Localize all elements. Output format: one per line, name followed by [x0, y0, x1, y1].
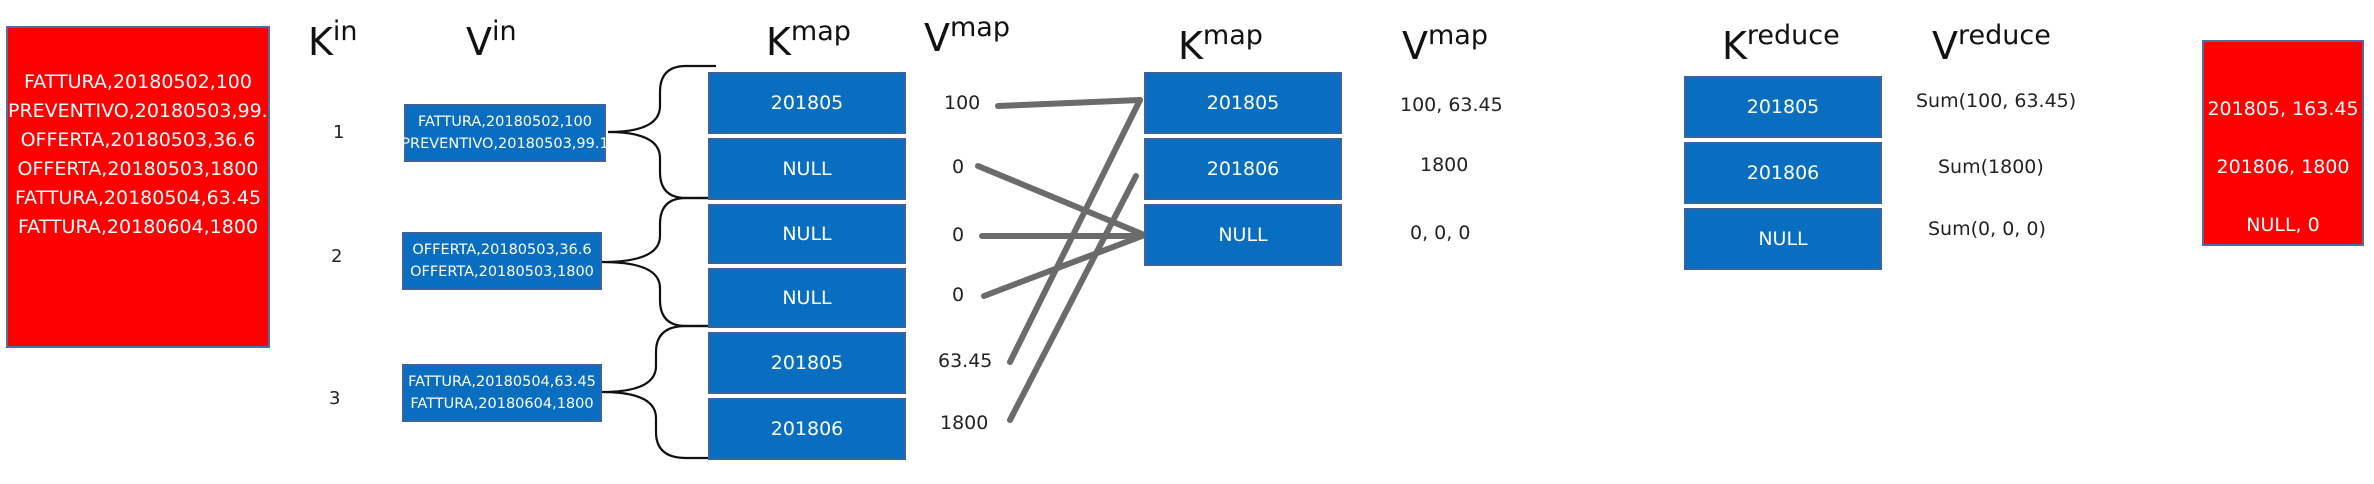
header-k-map-2: Kmap	[1178, 20, 1263, 68]
reduce-key: 201805	[1684, 76, 1882, 138]
map-key: 201806	[708, 398, 906, 460]
bracket-group-1	[607, 64, 716, 200]
header-k-reduce: Kreduce	[1722, 20, 1840, 68]
shuffle-key: 201806	[1144, 138, 1342, 200]
input-row: OFFERTA,20180503,1800	[17, 158, 259, 180]
shuffle-line	[995, 97, 1143, 109]
shuffle-line	[981, 233, 1145, 299]
input-row: FATTURA,20180502,100	[24, 71, 252, 93]
input-row: PREVENTIVO,20180503,99.1	[8, 100, 280, 122]
map-value: 63.45	[938, 350, 993, 372]
header-k-map-1: Kmap	[766, 16, 851, 64]
map-value: 0	[952, 224, 965, 246]
header-v-in: Vin	[466, 16, 517, 64]
input-row: FATTURA,20180504,63.45	[14, 187, 262, 209]
map-key: 201805	[708, 332, 906, 394]
output-row: 201805, 163.45	[2207, 98, 2359, 120]
k-in-value: 2	[331, 246, 343, 267]
v-in-group: FATTURA,20180504,63.45 FATTURA,20180604,…	[402, 364, 602, 422]
reduce-expr: Sum(0, 0, 0)	[1928, 218, 2046, 240]
map-key: NULL	[708, 204, 906, 264]
input-table: FATTURA,20180502,100 PREVENTIVO,20180503…	[6, 26, 280, 348]
v-in-group: OFFERTA,20180503,36.6 OFFERTA,20180503,1…	[402, 232, 602, 290]
map-key: 201805	[708, 72, 906, 134]
shuffle-values: 0, 0, 0	[1410, 222, 1471, 244]
input-row: FATTURA,20180604,1800	[17, 216, 259, 238]
header-v-map-2: Vmap	[1402, 20, 1488, 68]
shuffle-values: 100, 63.45	[1400, 94, 1503, 116]
reduce-expr: Sum(1800)	[1938, 156, 2044, 178]
map-key: NULL	[708, 138, 906, 200]
v-in-group: FATTURA,20180502,100 PREVENTIVO,20180503…	[401, 104, 609, 162]
shuffle-line	[975, 163, 1145, 237]
reduce-key: NULL	[1684, 208, 1882, 270]
map-value: 1800	[940, 412, 989, 434]
input-row: OFFERTA,20180503,36.6	[20, 129, 256, 151]
map-value: 0	[952, 156, 965, 178]
k-in-value: 3	[329, 388, 341, 409]
header-v-reduce: Vreduce	[1932, 20, 2051, 68]
shuffle-key: 201805	[1144, 72, 1342, 134]
reduce-expr: Sum(100, 63.45)	[1916, 90, 2077, 112]
shuffle-values: 1800	[1420, 154, 1469, 176]
output-row: 201806, 1800	[2216, 156, 2350, 178]
map-key: NULL	[708, 268, 906, 328]
shuffle-line	[1007, 97, 1143, 365]
reduce-key: 201806	[1684, 142, 1882, 204]
map-value: 100	[944, 92, 981, 114]
bracket-group-2	[601, 196, 716, 328]
bracket-group-3	[601, 324, 716, 460]
shuffle-key: NULL	[1144, 204, 1342, 266]
map-value: 0	[952, 284, 965, 306]
header-k-in: Kin	[308, 16, 358, 64]
header-v-map-1: Vmap	[924, 12, 1010, 60]
output-table: 201805, 163.45 201806, 1800 NULL, 0	[2202, 40, 2364, 246]
output-row: NULL, 0	[2246, 214, 2320, 236]
shuffle-line	[1007, 173, 1139, 423]
k-in-value: 1	[333, 122, 345, 143]
